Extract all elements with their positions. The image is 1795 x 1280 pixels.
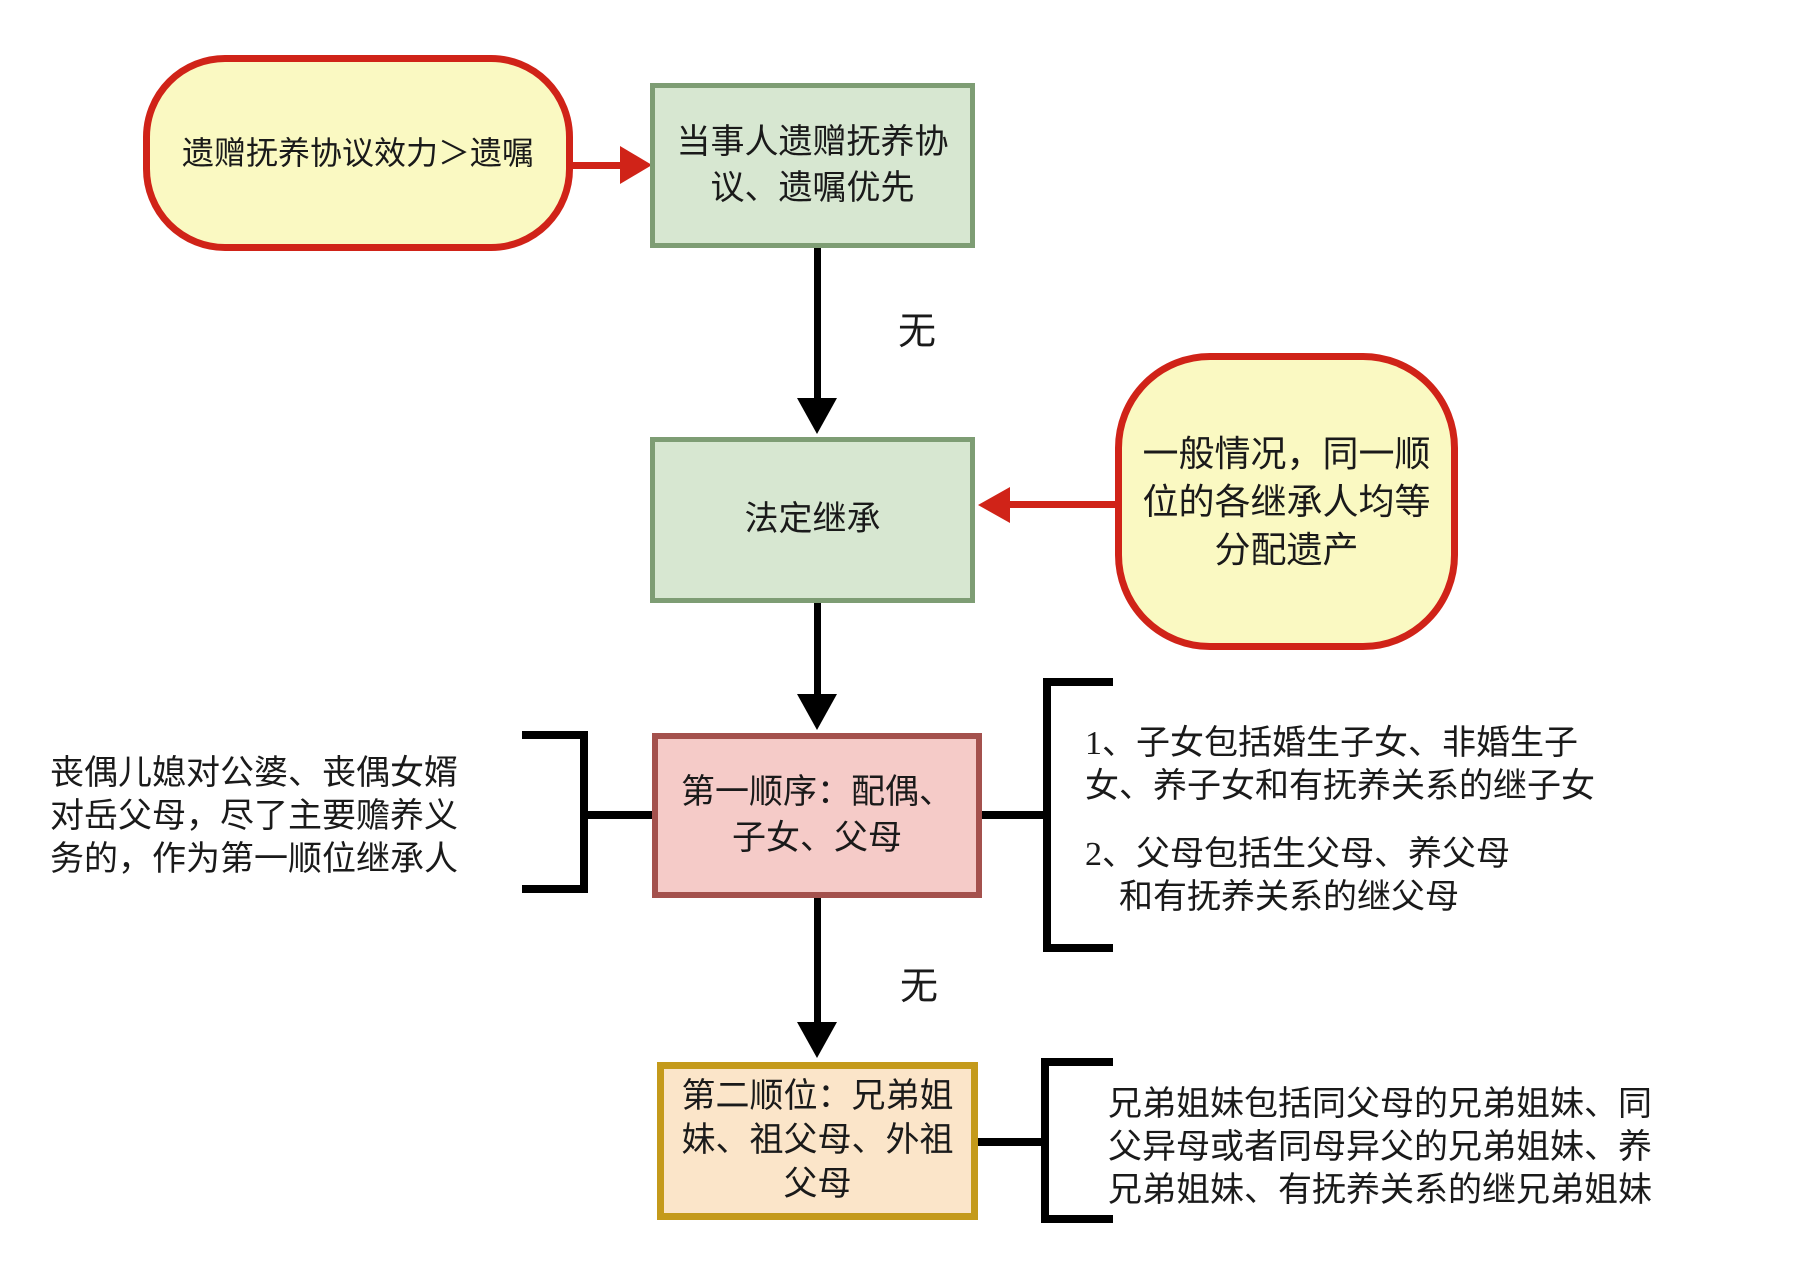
bracket-left <box>522 731 588 893</box>
arrow-2-line <box>814 603 821 696</box>
arrow-1-line <box>814 248 821 400</box>
node-agreement-priority: 当事人遗赠抚养协 议、遗嘱优先 <box>650 83 975 248</box>
red-arrow-1-line <box>570 162 624 169</box>
note-siblings-definition: 兄弟姐妹包括同父母的兄弟姐妹、同 父异母或者同母异父的兄弟姐妹、养 兄弟姐妹、有… <box>1108 1086 1652 1209</box>
arrow-3-line <box>814 898 821 1024</box>
bracket-right-1 <box>1043 678 1113 952</box>
note-children-definition: 1、子女包括婚生子女、非婚生子 女、养子女和有抚养关系的继子女 <box>1085 725 1595 805</box>
node-statutory-inheritance: 法定继承 <box>650 437 975 603</box>
bracket-right-2-connector <box>978 1138 1041 1146</box>
red-arrow-2-line <box>1008 501 1116 508</box>
arrow-2-head <box>797 694 837 730</box>
arrow-3-head <box>797 1022 837 1058</box>
bracket-right-1-connector <box>982 811 1043 819</box>
note-first-order-definitions: 1、子女包括婚生子女、非婚生子 女、养子女和有抚养关系的继子女 2、父母包括生父… <box>1085 722 1725 919</box>
arrow-1-head <box>797 398 837 434</box>
edge-label-none-1: 无 <box>898 311 937 353</box>
edge-label-none-2: 无 <box>900 966 939 1008</box>
red-arrow-1-head <box>620 146 652 184</box>
node-second-order: 第二顺位：兄弟姐 妹、祖父母、外祖 父母 <box>657 1062 978 1220</box>
note-parents-definition: 2、父母包括生父母、养父母 和有抚养关系的继父母 <box>1085 836 1510 916</box>
callout-agreement-priority: 遗赠抚养协议效力＞遗嘱 <box>143 55 573 251</box>
node-first-order: 第一顺序：配偶、 子女、父母 <box>652 733 982 898</box>
bracket-left-connector <box>586 811 652 819</box>
red-arrow-2-head <box>978 487 1010 523</box>
callout-equal-distribution: 一般情况，同一顺 位的各继承人均等 分配遗产 <box>1115 353 1458 650</box>
bracket-right-2 <box>1041 1058 1113 1223</box>
note-widowed-inlaw: 丧偶儿媳对公婆、丧偶女婿 对岳父母，尽了主要赡养义 务的，作为第一顺位继承人 <box>50 755 458 878</box>
